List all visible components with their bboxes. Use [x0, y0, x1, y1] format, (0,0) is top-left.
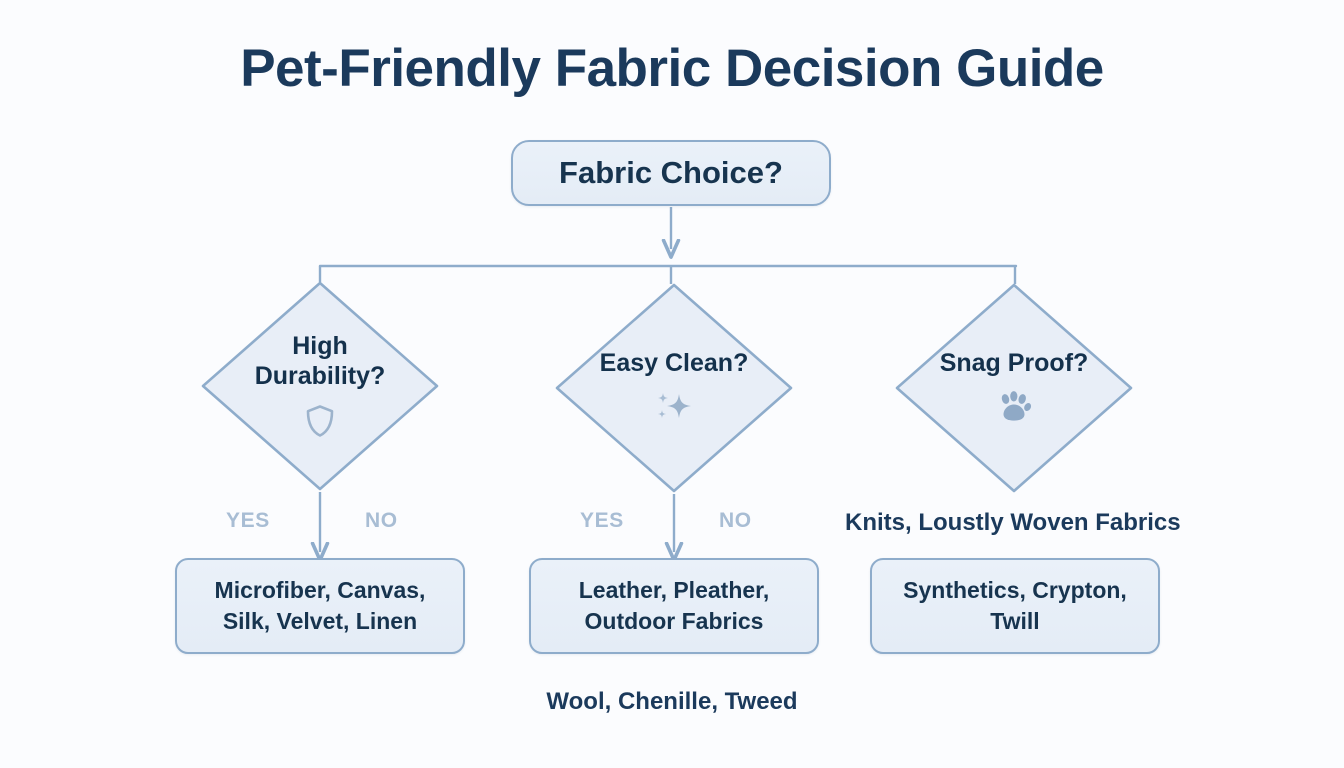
node-fabric-choice[interactable]: Fabric Choice?: [511, 140, 831, 206]
diamond-shape-snag-proof: [895, 283, 1133, 493]
note-bottom: Wool, Chenille, Tweed: [546, 688, 798, 715]
diamond-shape-high-durability: [201, 281, 439, 491]
node-result-easy-clean-text: Leather, Pleather, Outdoor Fabrics: [579, 575, 769, 637]
paw-print-icon: [996, 390, 1032, 424]
node-result-durability-text: Microfiber, Canvas, Silk, Velvet, Linen: [215, 575, 426, 637]
node-result-snag-proof[interactable]: Synthetics, Crypton, Twill: [870, 558, 1160, 654]
node-high-durability-label-line1: High: [292, 331, 348, 360]
node-fabric-choice-label: Fabric Choice?: [559, 155, 783, 190]
node-result-easy-clean-line1: Leather, Pleather,: [578, 576, 770, 603]
node-easy-clean-content: Easy Clean?: [554, 282, 794, 494]
node-result-snag-proof-line2: Twill: [990, 608, 1040, 634]
node-result-durability[interactable]: Microfiber, Canvas, Silk, Velvet, Linen: [175, 558, 465, 654]
node-snag-proof-label: Snag Proof?: [940, 348, 1089, 379]
node-easy-clean-label: Easy Clean?: [600, 348, 749, 379]
node-result-durability-line1: Microfiber, Canvas,: [214, 576, 426, 603]
branch-label-durability-no: NO: [365, 509, 398, 532]
node-easy-clean-label-line1: Easy Clean?: [599, 348, 749, 377]
node-result-easy-clean-line2: Outdoor Fabrics: [584, 608, 764, 634]
node-snag-proof-label-line1: Snag Proof?: [939, 348, 1089, 377]
node-high-durability-label: High Durability?: [255, 331, 386, 392]
branch-label-easy-clean-no: NO: [719, 509, 752, 532]
note-snag-proof: Knits, Loustly Woven Fabrics: [845, 509, 1181, 536]
node-high-durability[interactable]: High Durability?: [200, 280, 440, 492]
node-high-durability-label-line2: Durability?: [254, 362, 386, 390]
node-result-easy-clean[interactable]: Leather, Pleather, Outdoor Fabrics: [529, 558, 819, 654]
node-result-snag-proof-line1: Synthetics, Crypton,: [903, 576, 1127, 603]
diamond-shape-easy-clean: [555, 283, 793, 493]
branch-label-easy-clean-yes: YES: [580, 509, 624, 532]
sparkle-icon: [653, 390, 695, 424]
node-snag-proof[interactable]: Snag Proof?: [894, 282, 1134, 494]
node-snag-proof-content: Snag Proof?: [894, 282, 1134, 494]
page-title: Pet-Friendly Fabric Decision Guide: [240, 39, 1104, 98]
shield-icon: [305, 404, 335, 438]
node-result-snag-proof-text: Synthetics, Crypton, Twill: [903, 575, 1127, 637]
node-easy-clean[interactable]: Easy Clean?: [554, 282, 794, 494]
node-high-durability-content: High Durability?: [200, 280, 440, 492]
node-result-durability-line2: Silk, Velvet, Linen: [222, 608, 418, 634]
branch-label-durability-yes: YES: [226, 509, 270, 532]
